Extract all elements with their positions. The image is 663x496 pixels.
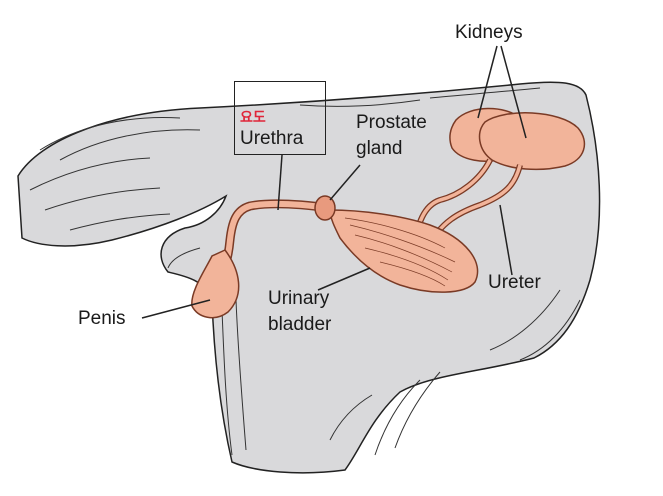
dog-body-silhouette bbox=[17, 81, 601, 474]
leader-lines bbox=[141, 45, 527, 319]
label-urethra-korean: 요도 bbox=[240, 110, 266, 126]
penis bbox=[191, 249, 240, 319]
kidney-front bbox=[478, 112, 586, 171]
urinary-bladder bbox=[329, 209, 479, 293]
fur-hatching bbox=[29, 87, 581, 456]
prostate-gland bbox=[314, 195, 336, 221]
label-penis: Penis bbox=[78, 308, 126, 329]
label-ureter: Ureter bbox=[488, 272, 541, 293]
urethra-label-box bbox=[234, 81, 326, 155]
label-kidneys: Kidneys bbox=[455, 22, 523, 43]
label-urethra: Urethra bbox=[240, 128, 304, 149]
label-bladder-line1: Urinary bbox=[268, 288, 330, 309]
label-bladder-line2: bladder bbox=[268, 314, 332, 335]
bladder-texture bbox=[344, 217, 456, 287]
label-prostate-line1: Prostate bbox=[356, 112, 427, 133]
label-prostate-line2: gland bbox=[356, 138, 403, 159]
